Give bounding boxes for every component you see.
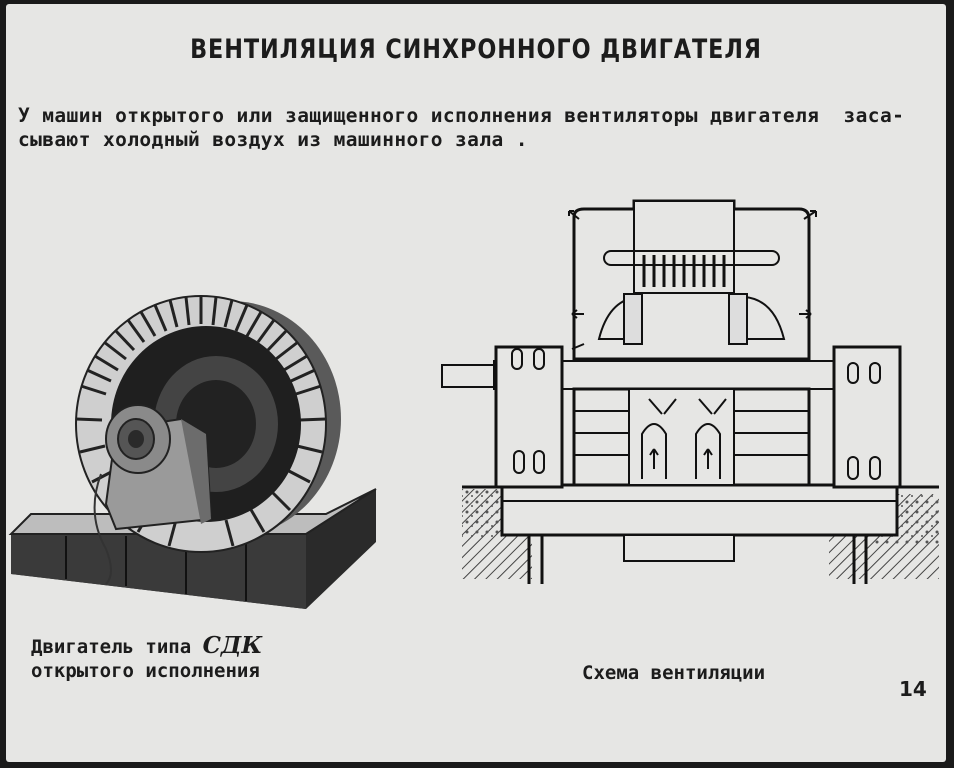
- photo-caption-line-2: открытого исполнения: [31, 660, 260, 682]
- intro-line-1: У машин открытого или защищенного исполн…: [18, 104, 905, 127]
- photo-caption-motor-type: СДК: [202, 632, 263, 659]
- photo-caption: Двигатель типа СДК открытого исполнения: [31, 634, 262, 683]
- photo-caption-prefix: Двигатель типа: [31, 636, 203, 658]
- ventilation-scheme: [441, 199, 939, 584]
- slide: ВЕНТИЛЯЦИЯ СИНХРОННОГО ДВИГАТЕЛЯ У машин…: [6, 4, 946, 762]
- intro-text: У машин открытого или защищенного исполн…: [18, 104, 948, 152]
- scheme-caption: Схема вентиляции: [582, 662, 766, 684]
- page-number: 14: [899, 677, 927, 701]
- slide-title: ВЕНТИЛЯЦИЯ СИНХРОННОГО ДВИГАТЕЛЯ: [190, 34, 762, 65]
- intro-line-2: сывают холодный воздух из машинного зала…: [18, 128, 528, 151]
- photo-caption-line-1: Двигатель типа СДК: [31, 634, 262, 659]
- motor-photo: [8, 295, 377, 609]
